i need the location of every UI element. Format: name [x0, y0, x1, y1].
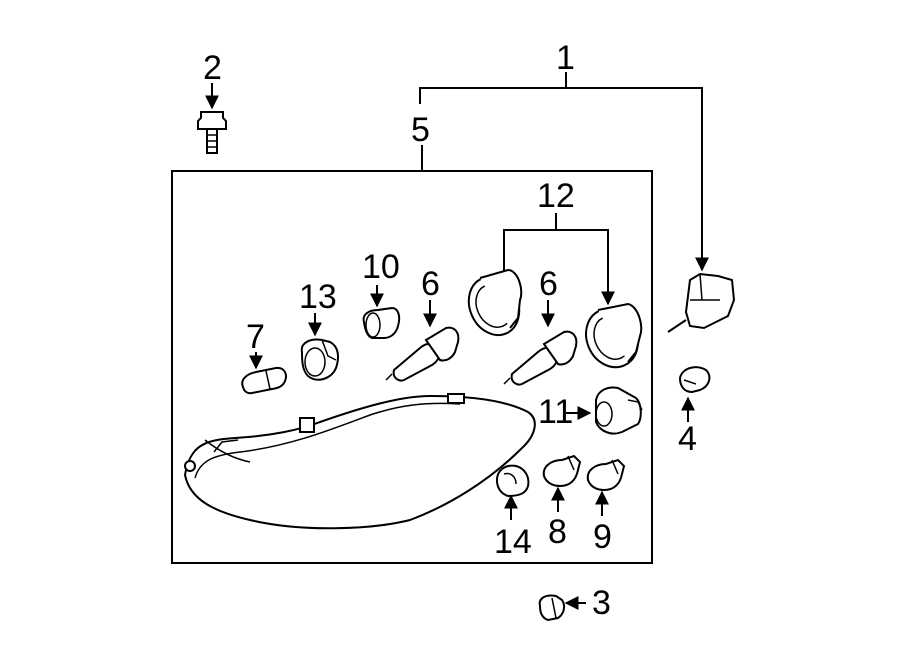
- assembly-box: [171, 170, 653, 564]
- callout-3: 3: [592, 584, 611, 622]
- clip-part-3: [538, 594, 586, 622]
- lens-ring-12-left: [467, 268, 523, 337]
- halogen-bulb-6-right: [503, 300, 578, 386]
- bulb-8: [542, 454, 582, 512]
- bulb-7: [241, 352, 287, 395]
- callout-6-right: 6: [539, 265, 558, 303]
- bulb-14: [495, 464, 530, 520]
- callout-13: 13: [299, 278, 337, 316]
- headlamp-housing: [183, 393, 536, 530]
- callout-12-leader: [503, 213, 615, 306]
- callout-10: 10: [362, 248, 400, 286]
- callout-14: 14: [494, 523, 532, 561]
- socket-13: [300, 313, 339, 381]
- callout-4: 4: [678, 420, 697, 458]
- callout-7: 7: [246, 318, 265, 356]
- callout-11: 11: [538, 393, 573, 431]
- callout-2: 2: [203, 49, 222, 87]
- socket-11: [566, 386, 643, 435]
- actuator-part-1: [667, 272, 736, 333]
- callout-9: 9: [593, 518, 612, 556]
- clip-part-4: [678, 366, 711, 422]
- callout-6-left: 6: [421, 265, 440, 303]
- callout-8: 8: [548, 513, 567, 551]
- lens-ring-12-right: [585, 302, 643, 369]
- callout-12: 12: [537, 177, 575, 215]
- halogen-bulb-6-left: [385, 300, 460, 382]
- bolt-part: [197, 83, 227, 154]
- callout-1-leader: [419, 72, 709, 272]
- callout-1: 1: [556, 39, 575, 77]
- bulb-10: [362, 285, 401, 339]
- bulb-9: [586, 458, 626, 516]
- callout-5: 5: [411, 111, 430, 149]
